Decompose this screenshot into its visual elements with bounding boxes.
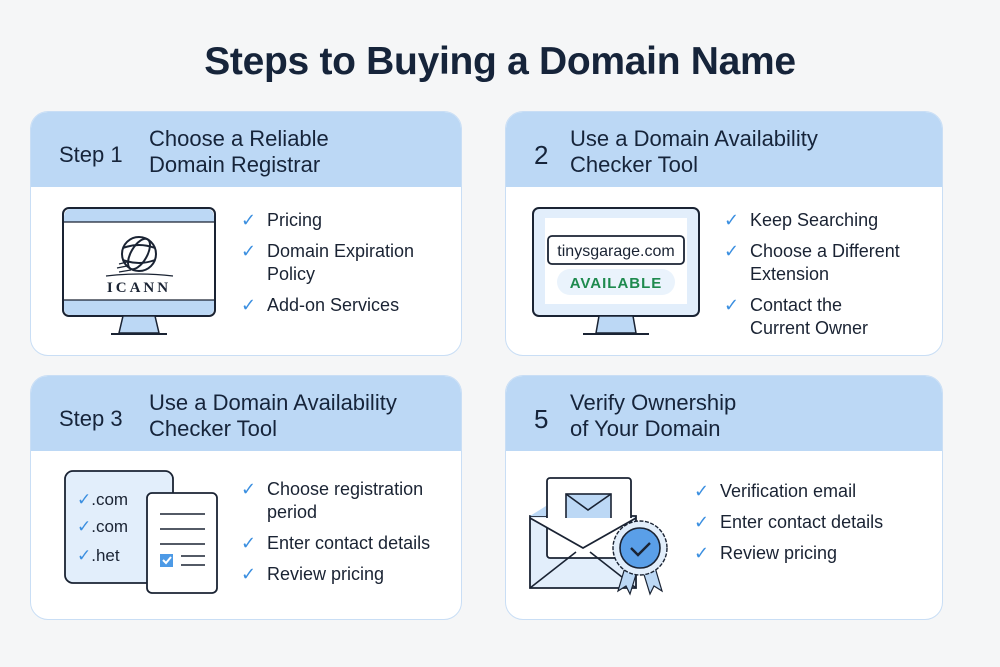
- badge-icon: [612, 520, 668, 596]
- list-item: ✓Enter contact details: [694, 512, 884, 532]
- card-title: Use a Domain Availability Checker Tool: [149, 390, 397, 442]
- card-title-line: Verify Ownership: [570, 390, 737, 415]
- svg-text:AVAILABLE: AVAILABLE: [570, 275, 663, 292]
- page-title: Steps to Buying a Domain Name: [204, 40, 796, 83]
- card-title: Use a Domain Availability Checker Tool: [570, 126, 818, 178]
- card-title-line: Checker Tool: [149, 416, 277, 441]
- step-card-1: Step 1 Choose a Reliable Domain Registra…: [30, 111, 462, 356]
- monitor-icon: ICANN: [61, 206, 217, 343]
- envelope-badge-icon: [526, 476, 676, 601]
- svg-text:✓.com: ✓.com: [77, 517, 128, 536]
- card-body: ✓Verification email ✓Enter contact detai…: [506, 451, 942, 619]
- card-title-line: Use a Domain Availability: [149, 390, 397, 415]
- step-label: Step 3: [59, 406, 123, 431]
- card-title: Verify Ownership of Your Domain: [570, 390, 736, 442]
- check-icon: ✓: [694, 512, 710, 532]
- list-item: ✓Verification email: [694, 481, 857, 501]
- card-title: Choose a Reliable Domain Registrar: [149, 126, 329, 178]
- list-item: ✓Review pricing: [694, 543, 838, 563]
- list-item: ✓Pricing: [241, 210, 323, 230]
- card-title-line: Domain Registrar: [149, 152, 321, 177]
- check-icon: ✓: [241, 241, 257, 261]
- svg-text:✓.com: ✓.com: [77, 490, 128, 509]
- svg-text:✓.het: ✓.het: [77, 546, 120, 565]
- list-item: ✓Enter contact details: [241, 533, 431, 553]
- globe-icon: [116, 236, 157, 273]
- card-header: Step 1 Choose a Reliable Domain Registra…: [31, 112, 461, 187]
- list-item: ✓Keep Searching: [724, 210, 879, 230]
- card-title-line: of Your Domain: [570, 416, 721, 441]
- card-body: tinysgarage.com AVAILABLE ✓Keep Searchin…: [506, 187, 942, 355]
- check-icon: ✓: [694, 543, 710, 563]
- step-card-5: 5 Verify Ownership of Your Domain: [505, 375, 943, 620]
- card-header: 2 Use a Domain Availability Checker Tool: [506, 112, 942, 187]
- check-icon: ✓: [724, 295, 740, 315]
- card-title-line: Choose a Reliable: [149, 126, 329, 151]
- list-item: ✓Add-on Services: [241, 295, 400, 315]
- step-card-3: Step 3 Use a Domain Availability Checker…: [30, 375, 462, 620]
- check-icon: ✓: [724, 210, 740, 230]
- monitor-icon: tinysgarage.com AVAILABLE: [531, 206, 701, 343]
- step-label: 2: [534, 140, 549, 170]
- step-label: 5: [534, 404, 549, 434]
- check-icon: ✓: [724, 241, 740, 261]
- check-icon: ✓: [241, 564, 257, 584]
- step-label: Step 1: [59, 142, 123, 167]
- svg-text:ICANN: ICANN: [107, 280, 171, 296]
- check-icon: ✓: [694, 481, 710, 501]
- card-title-line: Use a Domain Availability: [570, 126, 818, 151]
- card-title-line: Checker Tool: [570, 152, 698, 177]
- check-icon: ✓: [241, 295, 257, 315]
- check-icon: ✓: [241, 479, 257, 499]
- check-icon: ✓: [241, 210, 257, 230]
- card-header: Step 3 Use a Domain Availability Checker…: [31, 376, 461, 451]
- document-icon: ✓.com ✓.com ✓.het: [63, 469, 219, 602]
- check-icon: ✓: [241, 533, 257, 553]
- svg-text:tinysgarage.com: tinysgarage.com: [557, 243, 674, 260]
- card-header: 5 Verify Ownership of Your Domain: [506, 376, 942, 451]
- list-item: ✓Review pricing: [241, 564, 385, 584]
- step-card-2: 2 Use a Domain Availability Checker Tool…: [505, 111, 943, 356]
- checklist: ✓Verification email ✓Enter contact detai…: [694, 480, 883, 573]
